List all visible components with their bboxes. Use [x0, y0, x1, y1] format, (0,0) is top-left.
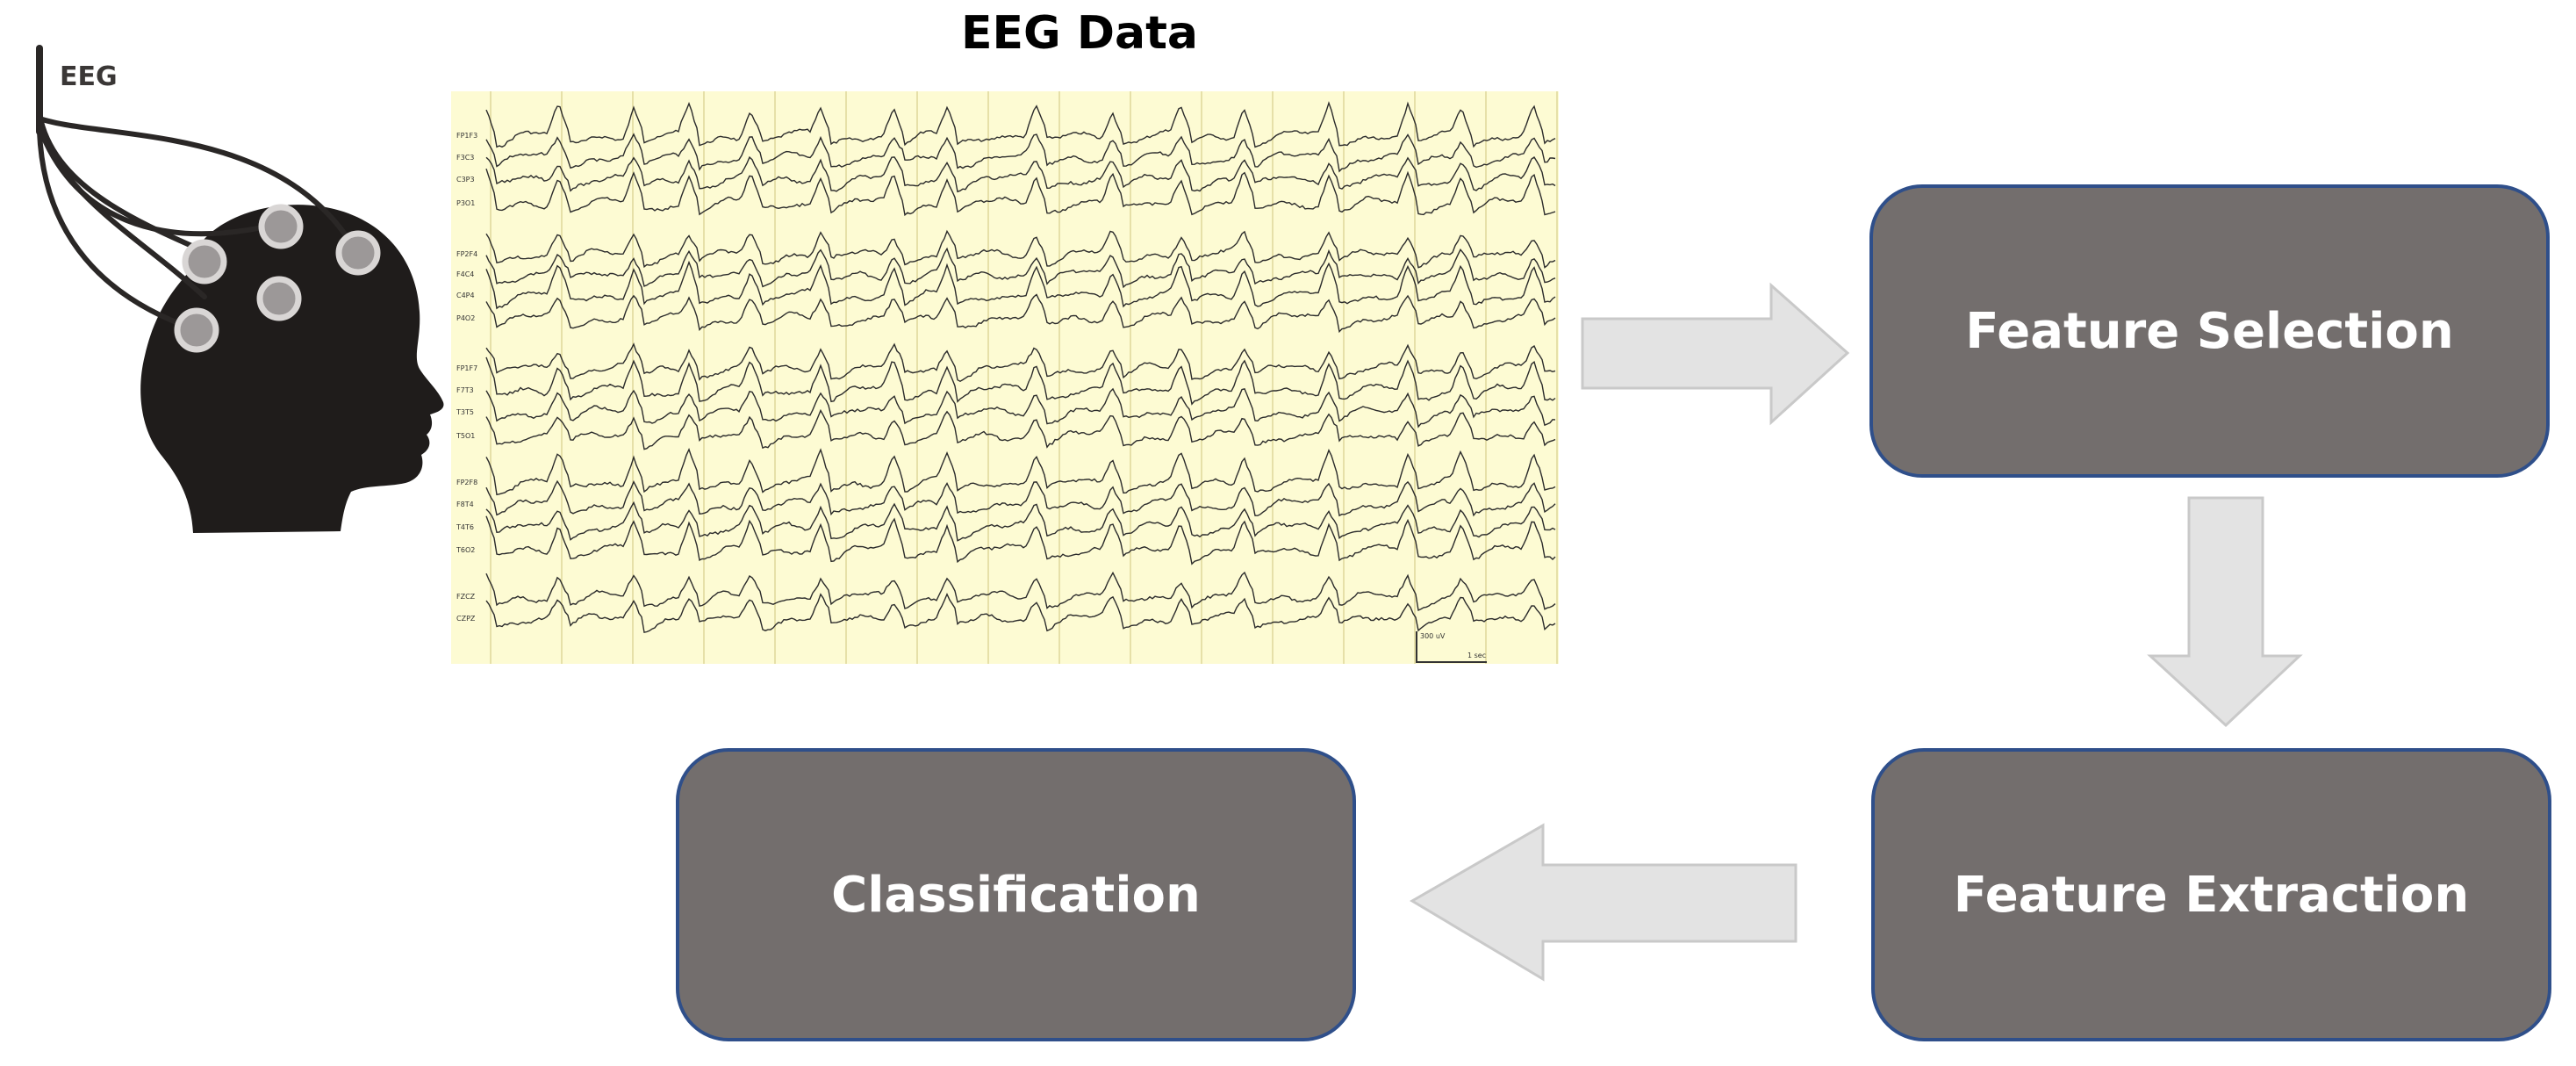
eeg-channel-label: F7T3 [456, 386, 474, 394]
arrow-right [1581, 282, 1850, 426]
electrode-icon [174, 307, 219, 353]
eeg-trace [485, 448, 1556, 496]
eeg-channel-label: F3C3 [456, 154, 474, 162]
eeg-headset-illustration: EEG [36, 45, 444, 534]
eeg-trace [485, 101, 1556, 148]
arrow-left [1410, 823, 1797, 982]
eeg-channel-label: F8T4 [456, 501, 474, 508]
arrow-down [2147, 496, 2303, 728]
eeg-trace [485, 247, 1556, 289]
eeg-channel-label: FP1F3 [456, 132, 477, 140]
eeg-traces [485, 101, 1556, 634]
eeg-trace [485, 133, 1556, 173]
eeg-trace [485, 408, 1556, 450]
eeg-trace [485, 229, 1556, 269]
eeg-time-grid [490, 91, 1558, 664]
eeg-channel-label: F4C4 [456, 270, 474, 278]
eeg-channel-label: FP2F4 [456, 250, 477, 258]
head-silhouette [140, 205, 444, 534]
eeg-trace [485, 479, 1556, 517]
eeg-channel-label: C3P3 [456, 176, 475, 184]
eeg-trace [485, 293, 1556, 334]
eeg-recording-panel: FP1F3F3C3C3P3P3O1FP2F4F4C4C4P4P4O2FP1F7F… [451, 91, 1559, 664]
eeg-channel-label: FP1F7 [456, 364, 477, 372]
electrode-icon [258, 204, 304, 249]
eeg-scale-amplitude: 300 uV [1420, 632, 1446, 640]
eeg-channel-label: T3T5 [456, 408, 474, 416]
eeg-scale-time: 1 sec [1467, 652, 1486, 659]
eeg-channel-label: T6O2 [456, 546, 475, 554]
eeg-channel-label: FZCZ [456, 593, 476, 601]
electrode-icons [174, 204, 381, 353]
eeg-channel-label: CZPZ [456, 615, 476, 623]
eeg-channel-label: P3O1 [456, 199, 475, 207]
classification-label: Classification [831, 866, 1201, 924]
eeg-trace [485, 260, 1556, 310]
eeg-trace [485, 571, 1556, 612]
feature-selection-box: Feature Selection [1869, 184, 2550, 478]
eeg-channel-labels: FP1F3F3C3C3P3P3O1FP2F4F4C4C4P4P4O2FP1F7F… [456, 132, 477, 623]
eeg-cable-label: EEG [60, 61, 118, 92]
classification-box: Classification [676, 748, 1356, 1041]
eeg-trace [485, 501, 1556, 542]
diagram-title: EEG Data [960, 7, 1199, 60]
eeg-channel-label: C4P4 [456, 292, 475, 299]
eeg-channel-label: FP2F8 [456, 479, 477, 486]
feature-extraction-box: Feature Extraction [1871, 748, 2551, 1041]
eeg-trace [485, 357, 1556, 406]
electrode-icon [335, 230, 381, 276]
eeg-channel-label: T4T6 [456, 523, 474, 531]
feature-selection-label: Feature Selection [1965, 302, 2454, 360]
eeg-trace [485, 155, 1556, 193]
eeg-trace [485, 387, 1556, 429]
eeg-channel-label: P4O2 [456, 314, 475, 322]
electrode-icon [256, 276, 302, 321]
eeg-trace [485, 342, 1556, 382]
feature-extraction-label: Feature Extraction [1953, 866, 2470, 924]
eeg-trace [485, 168, 1556, 217]
electrode-icon [182, 239, 227, 285]
eeg-channel-label: T5O1 [456, 432, 475, 440]
eeg-trace [485, 592, 1556, 634]
eeg-trace [485, 515, 1556, 565]
eeg-scale-bar: 300 uV 1 sec [1416, 631, 1487, 663]
